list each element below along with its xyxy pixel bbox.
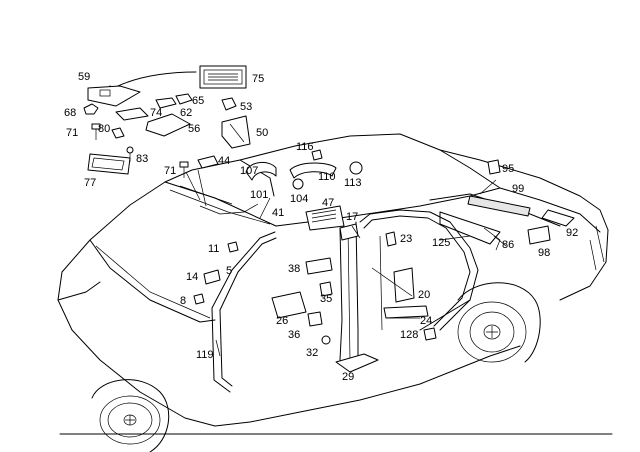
callout-116: 116 (296, 141, 314, 153)
part-83-screw (126, 146, 134, 162)
callout-98: 98 (538, 247, 550, 259)
callout-110: 110 (318, 171, 336, 183)
part-65-holder (175, 93, 193, 105)
part-14-clip (203, 269, 221, 285)
part-80-clip (111, 127, 125, 139)
callout-128: 128 (400, 329, 418, 341)
callout-62: 62 (180, 107, 192, 119)
callout-14: 14 (186, 271, 198, 283)
callout-50: 50 (256, 127, 268, 139)
callout-35: 35 (320, 293, 332, 305)
callout-86: 86 (502, 239, 514, 251)
callout-68: 68 (64, 107, 76, 119)
callout-24: 24 (420, 315, 432, 327)
callout-17: 17 (346, 211, 358, 223)
part-23-bracket (385, 231, 397, 247)
callout-80: 80 (98, 123, 110, 135)
callout-44: 44 (218, 155, 230, 167)
part-11-clip (227, 241, 239, 253)
callout-74: 74 (150, 107, 162, 119)
leader-lines (185, 169, 507, 357)
part-74-mirror (115, 107, 149, 121)
part-26-trim (271, 291, 307, 319)
callout-71a: 71 (66, 127, 78, 139)
callout-47: 47 (322, 197, 334, 209)
part-116-handle (311, 149, 323, 161)
part-68-clip (83, 103, 99, 115)
part-56-visor-right (145, 113, 191, 137)
callout-36: 36 (288, 329, 300, 341)
callout-77: 77 (84, 177, 96, 189)
part-104-plug (292, 178, 304, 190)
callout-92: 92 (566, 227, 578, 239)
callout-99: 99 (512, 183, 524, 195)
part-35-clip (319, 281, 333, 297)
callout-8: 8 (180, 295, 186, 307)
part-24-trim (383, 305, 429, 319)
part-92-panel (541, 209, 575, 227)
part-71-screw-b (179, 161, 189, 178)
callout-5: 5 (226, 265, 232, 277)
callout-11: 11 (208, 243, 219, 255)
callout-71b: 71 (164, 165, 176, 177)
callout-41: 41 (272, 207, 284, 219)
callout-107: 107 (240, 165, 258, 177)
part-77-rear-view-mirror (87, 153, 131, 175)
part-44-light (197, 155, 219, 169)
callout-56: 56 (188, 123, 200, 135)
callout-125: 125 (432, 237, 450, 249)
callout-53: 53 (240, 101, 252, 113)
part-50-cover (221, 115, 251, 149)
callout-104: 104 (290, 193, 308, 205)
part-95-hook (487, 159, 501, 175)
part-38-trim (305, 257, 333, 275)
callout-23: 23 (400, 233, 412, 245)
callout-38: 38 (288, 263, 300, 275)
part-107-grab-handle (245, 162, 277, 181)
part-110-grab-handle (289, 162, 337, 179)
callout-101: 101 (250, 189, 268, 201)
car-body-outline (57, 133, 609, 452)
part-59-sun-visor (87, 85, 141, 107)
callout-113: 113 (344, 177, 362, 189)
callout-75: 75 (252, 73, 264, 85)
part-128-clip (423, 327, 437, 341)
part-32-screw (321, 335, 331, 345)
callout-59: 59 (78, 71, 90, 83)
part-47-console (305, 205, 345, 231)
callout-29: 29 (342, 371, 354, 383)
callout-119: 119 (196, 349, 214, 361)
part-113-plug (349, 161, 363, 175)
part-36-clip (307, 311, 323, 327)
part-8-clip (193, 293, 205, 305)
callout-95: 95 (502, 163, 514, 175)
callout-labels: 59 75 68 65 53 74 62 71 80 56 50 83 77 7… (64, 71, 578, 383)
part-71-screw-a (91, 123, 101, 140)
part-29-sill-trim (335, 353, 379, 373)
callout-20: 20 (418, 289, 430, 301)
part-98-block (527, 225, 551, 245)
callout-32: 32 (306, 347, 318, 359)
part-20-cover (393, 267, 415, 303)
part-62-mirror-cover (155, 97, 177, 109)
part-86-panel (483, 227, 501, 251)
callout-26: 26 (276, 315, 288, 327)
part-53-bracket (221, 97, 237, 111)
callout-83: 83 (136, 153, 148, 165)
callout-65: 65 (192, 95, 204, 107)
